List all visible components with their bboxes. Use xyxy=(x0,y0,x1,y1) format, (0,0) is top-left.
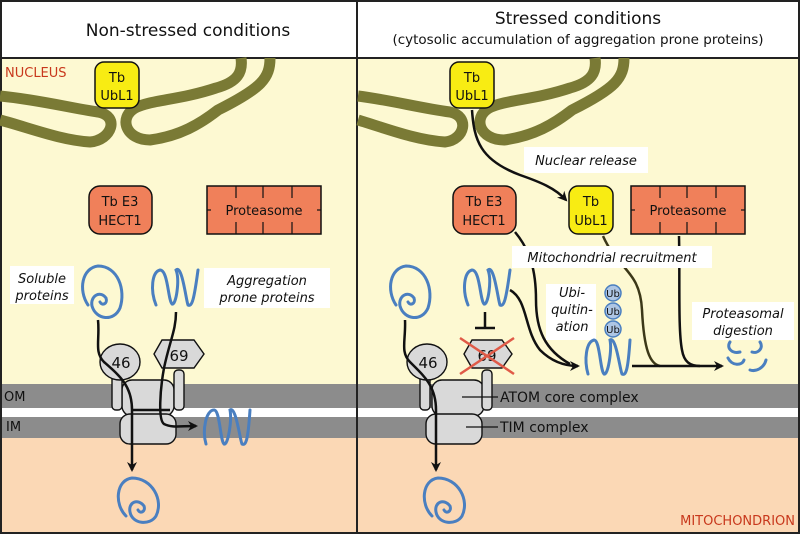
svg-text:Proteasome: Proteasome xyxy=(225,204,302,219)
inhibition-symbol xyxy=(475,312,495,330)
im-label: IM xyxy=(6,420,21,435)
ubiquitination-line3: ation xyxy=(556,320,589,335)
aggregation-protein-left xyxy=(151,268,200,307)
svg-text:UbL1: UbL1 xyxy=(455,89,488,104)
tb-e3-hect1-left: Tb E3 HECT1 xyxy=(88,185,153,235)
svg-text:HECT1: HECT1 xyxy=(98,214,141,229)
imported-soluble-protein-left xyxy=(116,476,160,524)
tb-ubl1-cytosolic-right: Tb UbL1 xyxy=(568,185,614,235)
header-bg xyxy=(0,0,800,58)
svg-text:Ub: Ub xyxy=(606,307,620,318)
svg-text:HECT1: HECT1 xyxy=(462,214,505,229)
inner-membrane xyxy=(0,417,800,438)
svg-text:Tb: Tb xyxy=(582,195,599,210)
soluble-protein-left xyxy=(81,264,124,319)
intermembrane-space xyxy=(0,408,800,417)
nuclear-release-label-bg xyxy=(524,147,648,173)
imported-soluble-protein-right xyxy=(422,476,466,524)
panel-left-title: Non-stressed conditions xyxy=(86,21,291,41)
svg-text:Proteasome: Proteasome xyxy=(649,204,726,219)
aggregation-protein-right xyxy=(463,268,512,307)
panel-right-title: Stressed conditions xyxy=(495,9,661,29)
svg-text:Ub: Ub xyxy=(606,325,620,336)
soluble-protein-right xyxy=(389,264,432,319)
svg-text:Tb E3: Tb E3 xyxy=(465,195,503,210)
mitochondrion-label: MITOCHONDRION xyxy=(680,514,795,529)
tim-complex-label: TIM complex xyxy=(499,420,589,436)
soluble-label-line1: Soluble xyxy=(18,272,66,287)
nuclear-release-label: Nuclear release xyxy=(535,154,637,169)
ubiquitin-chain: Ub Ub Ub xyxy=(604,284,622,338)
aggregation-label-bg xyxy=(204,268,330,308)
nucleus-label: NUCLEUS xyxy=(5,66,67,81)
aggregation-label-line2: prone proteins xyxy=(218,291,314,306)
nuclear-release-arrow xyxy=(470,109,568,202)
digested-fragments xyxy=(726,340,768,372)
ubiquitination-line2: quitin- xyxy=(551,303,593,318)
ubiquitination-label-bg xyxy=(546,284,596,340)
tb-ubl1-nuclear-right: Tb UbL1 xyxy=(449,61,495,109)
svg-text:UbL1: UbL1 xyxy=(574,214,607,229)
digestion-label-line2: digestion xyxy=(713,324,773,339)
proteasome-left: Proteasome xyxy=(206,185,322,235)
om-label: OM xyxy=(4,390,25,405)
svg-text:UbL1: UbL1 xyxy=(100,89,133,104)
atom-complex-left: 46 69 xyxy=(99,339,205,445)
imported-aggregation-protein-left xyxy=(202,408,252,446)
svg-text:Tb E3: Tb E3 xyxy=(101,195,139,210)
recruitment-label-bg xyxy=(512,246,712,268)
svg-text:Tb: Tb xyxy=(108,71,125,86)
digestion-label-bg xyxy=(692,302,794,340)
soluble-label-line2: proteins xyxy=(14,289,68,304)
recruitment-label: Mitochondrial recruitment xyxy=(527,251,697,266)
panel-right-subtitle: (cytosolic accumulation of aggregation p… xyxy=(392,32,763,48)
tb-e3-hect1-right: Tb E3 HECT1 xyxy=(452,185,517,235)
digestion-label-line1: Proteasomal xyxy=(702,307,784,322)
atom-core-label: ATOM core complex xyxy=(500,390,639,406)
atom69-left-label: 69 xyxy=(169,347,188,365)
proteasome-right: Proteasome xyxy=(630,185,746,235)
atom46-right-label: 46 xyxy=(418,354,437,372)
import-paths-left xyxy=(96,311,198,472)
nuclear-envelope-right xyxy=(356,57,630,148)
ubiquitination-path xyxy=(509,288,580,371)
aggregation-label-line1: Aggregation xyxy=(226,274,307,289)
ubiquitination-line1: Ubi- xyxy=(559,286,585,301)
atom69-cross xyxy=(459,336,515,376)
soluble-label-bg xyxy=(10,266,74,304)
svg-text:Tb: Tb xyxy=(463,71,480,86)
svg-text:Ub: Ub xyxy=(606,289,620,300)
import-path-right xyxy=(402,319,441,472)
atom46-left-label: 46 xyxy=(111,354,130,372)
ubiquitinated-protein xyxy=(584,338,632,376)
tb-ubl1-left: Tb UbL1 xyxy=(94,61,140,109)
nuclear-envelope-left xyxy=(0,57,276,148)
